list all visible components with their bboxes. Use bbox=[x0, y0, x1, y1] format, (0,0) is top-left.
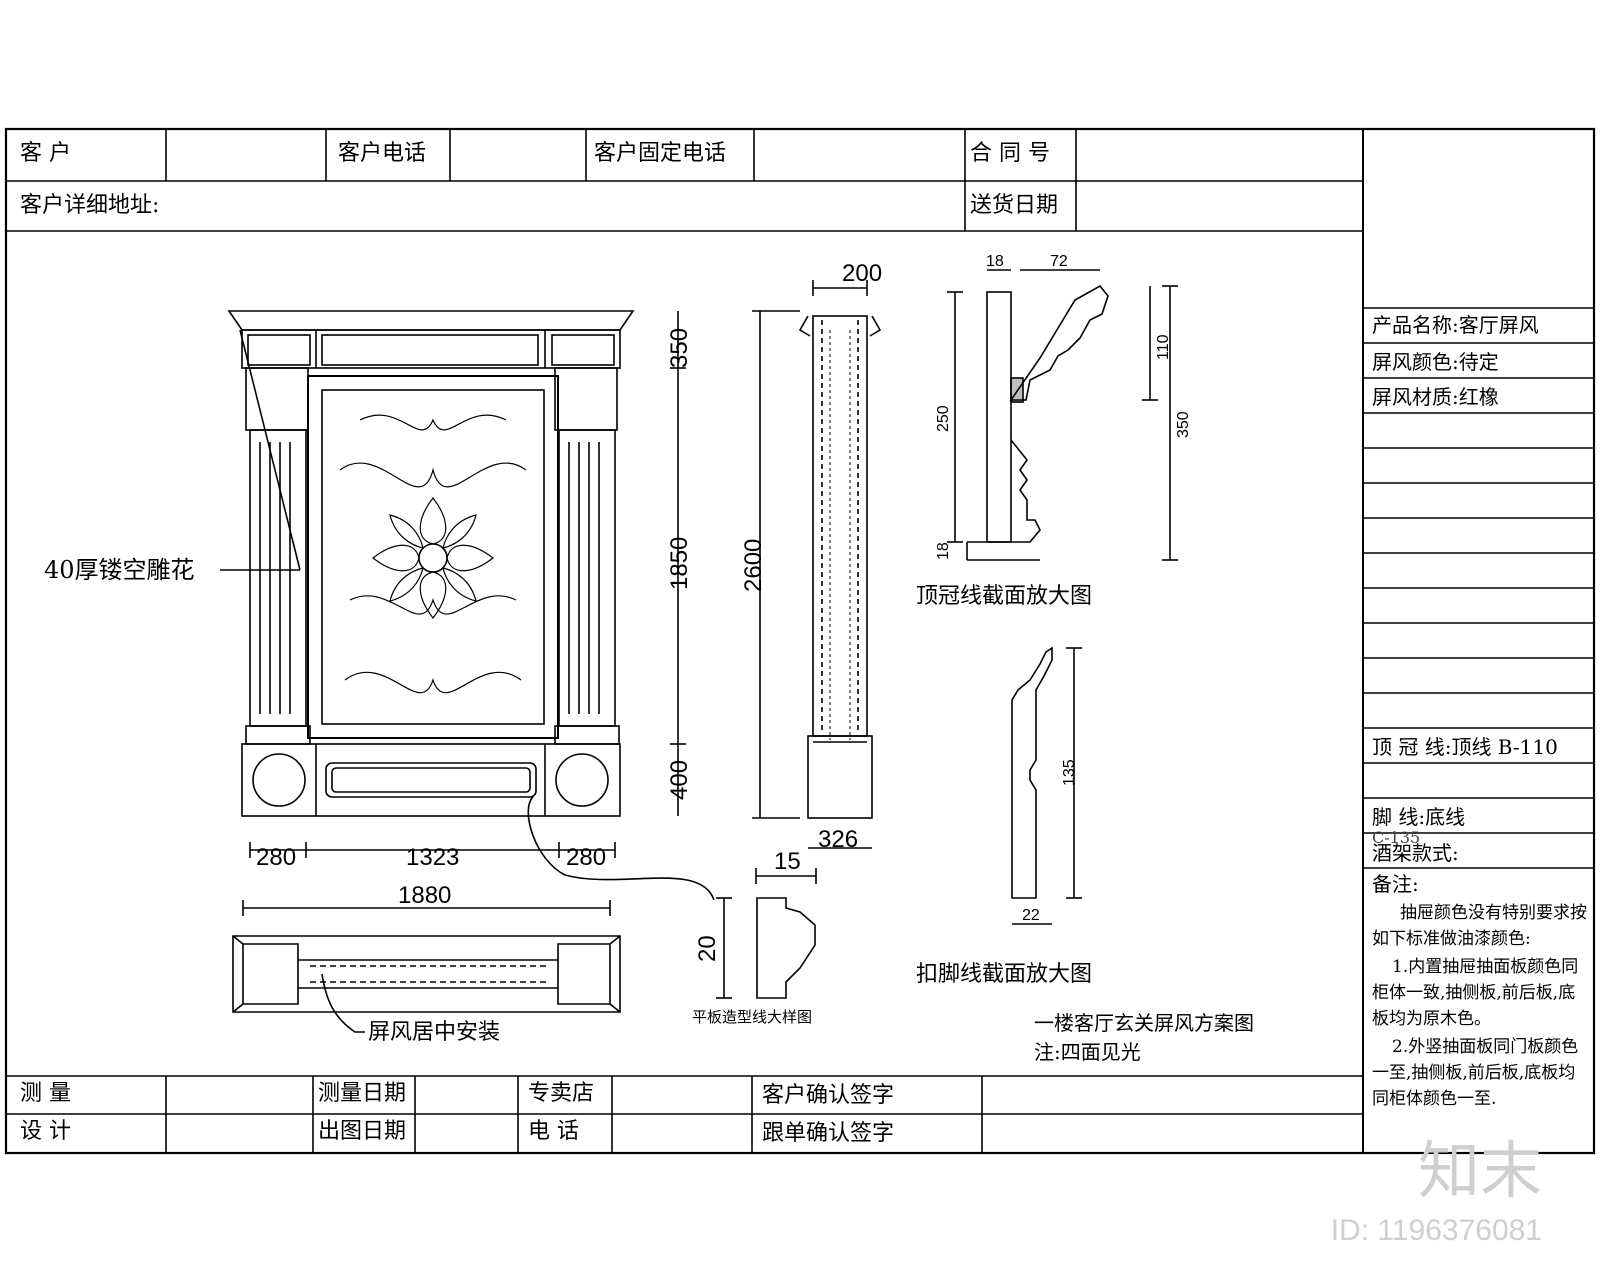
measure-label: 测 量 bbox=[20, 1081, 71, 1106]
dim-side-bottom: 326 bbox=[818, 826, 859, 853]
dim-crown-b: 72 bbox=[1050, 253, 1068, 270]
remarks-title: 备注: bbox=[1372, 872, 1419, 896]
baseboard-section-title: 扣脚线截面放大图 bbox=[916, 962, 1093, 987]
dim-flat-width: 15 bbox=[774, 848, 801, 875]
top-crown-line: 顶 冠 线:顶线 B-110 bbox=[1372, 737, 1558, 757]
screen-material: 屏风材质:红橡 bbox=[1372, 385, 1499, 409]
customer-phone-label: 客户电话 bbox=[338, 141, 427, 166]
watermark: 知末 ID: 1196376081 bbox=[1331, 1120, 1542, 1248]
watermark-logo: 知末 bbox=[1417, 1134, 1542, 1207]
dim-front-bottom: 400 bbox=[666, 759, 693, 800]
dim-flat-height: 20 bbox=[694, 935, 721, 962]
dim-side-top: 200 bbox=[842, 260, 883, 287]
customer-address-label: 客户详细地址: bbox=[20, 193, 160, 218]
product-name: 产品名称:客厅屏风 bbox=[1372, 313, 1539, 337]
plan-view bbox=[232, 935, 621, 1013]
carving-label: 40厚镂空雕花 bbox=[44, 556, 195, 584]
foot-line: 脚 线:底线 bbox=[1372, 805, 1466, 829]
phone-label: 电 话 bbox=[528, 1119, 579, 1144]
crown-section-title: 顶冠线截面放大图 bbox=[916, 584, 1093, 609]
dim-baseboard-width: 22 bbox=[1022, 907, 1040, 924]
remarks-item-1: 1.内置抽屉抽面板颜色同柜体一致,抽侧板,前后板,底板均为原木色。 bbox=[1372, 957, 1579, 1029]
dim-crown-h4: 350 bbox=[1175, 411, 1192, 438]
flat-board-profile bbox=[756, 897, 816, 999]
dim-panel-width: 1323 bbox=[406, 844, 460, 871]
dim-pillar-left: 280 bbox=[256, 844, 297, 871]
screen-color: 屏风颜色:待定 bbox=[1372, 350, 1499, 374]
dim-crown-h2: 18 bbox=[935, 542, 952, 560]
center-install-label: 屏风居中安装 bbox=[368, 1020, 501, 1045]
foot-line-code: C-135 bbox=[1372, 828, 1421, 847]
customer-confirm-label: 客户确认签字 bbox=[762, 1083, 895, 1108]
scheme-note: 注:四面见光 bbox=[1034, 1040, 1141, 1064]
dim-crown-h1: 250 bbox=[935, 405, 952, 432]
dim-pillar-right: 280 bbox=[566, 844, 607, 871]
dim-plan-width: 1880 bbox=[398, 882, 452, 909]
dim-crown-h3: 110 bbox=[1155, 334, 1172, 360]
wine-rack-style: 酒架款式: bbox=[1372, 841, 1459, 865]
dim-baseboard-height: 135 bbox=[1061, 759, 1078, 786]
followup-confirm-label: 跟单确认签字 bbox=[762, 1121, 895, 1146]
dim-front-top: 350 bbox=[666, 327, 693, 368]
baseboard-section bbox=[1011, 646, 1053, 899]
drawing-date-label: 出图日期 bbox=[318, 1119, 407, 1144]
store-label: 专卖店 bbox=[528, 1081, 595, 1106]
front-elevation bbox=[227, 310, 635, 817]
dim-front-middle: 1850 bbox=[666, 536, 693, 590]
measure-date-label: 测量日期 bbox=[318, 1081, 407, 1106]
contract-number-label: 合 同 号 bbox=[970, 141, 1050, 166]
delivery-date-label: 送货日期 bbox=[970, 193, 1059, 218]
dim-crown-a: 18 bbox=[986, 253, 1004, 270]
scheme-title: 一楼客厅玄关屏风方案图 bbox=[1034, 1011, 1254, 1035]
watermark-id: ID: 1196376081 bbox=[1330, 1214, 1542, 1247]
customer-label: 客 户 bbox=[20, 141, 71, 166]
customer-landline-label: 客户固定电话 bbox=[594, 141, 727, 166]
dim-side-total: 2600 bbox=[740, 538, 767, 592]
remarks-body: 抽屉颜色没有特别要求按如下标准做油漆颜色: bbox=[1372, 903, 1587, 949]
remarks-item-2: 2.外竖抽面板同门板颜色一至,抽侧板,前后板,底板均同柜体颜色一至. bbox=[1372, 1037, 1579, 1109]
side-elevation bbox=[798, 315, 882, 819]
crown-section bbox=[966, 284, 1109, 561]
flat-board-detail-title: 平板造型线大样图 bbox=[692, 1008, 813, 1026]
sheet-border bbox=[4, 127, 1596, 1155]
design-label: 设 计 bbox=[20, 1119, 71, 1144]
